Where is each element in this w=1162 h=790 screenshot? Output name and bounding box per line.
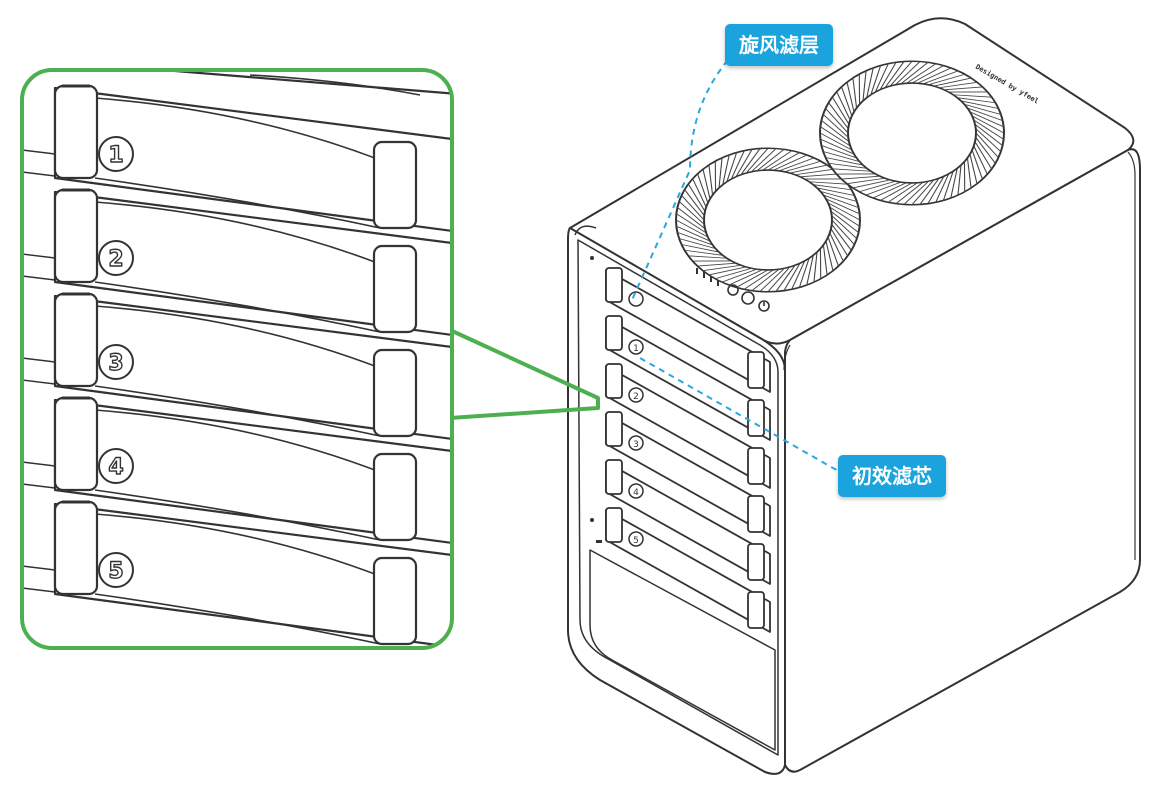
drawer-bay[interactable]: 3	[605, 411, 771, 537]
zoom-connector	[449, 328, 600, 420]
zoom-frame	[20, 68, 454, 650]
leader-line-cyclone	[631, 51, 736, 301]
status-led-icon	[696, 268, 719, 286]
leader-lines	[631, 51, 841, 473]
zoom-drawer-number: 2	[108, 247, 123, 272]
drawer-bay[interactable]: 5	[605, 507, 771, 633]
zoom-drawer-number: 3	[108, 351, 123, 376]
zoom-drawer: 3	[22, 292, 452, 442]
zoom-drawer-number: 4	[108, 455, 123, 480]
zoom-drawer-number: 1	[108, 143, 123, 168]
fan-grille-icon	[675, 60, 1005, 293]
drawer-bay[interactable]: 2	[605, 363, 771, 489]
leader-line-primary	[639, 357, 841, 473]
drawer-number: 5	[633, 536, 639, 546]
zoom-drawer-number: 5	[108, 559, 123, 584]
drawer-bay[interactable]: 4	[605, 459, 771, 585]
drawer-number: 2	[633, 392, 639, 402]
drawer-top-slot[interactable]	[605, 267, 771, 393]
device-right-face	[784, 148, 1141, 773]
callout-primary-filter: 初效滤芯	[838, 455, 946, 497]
drawer-number: 3	[633, 440, 639, 450]
zoom-drawer: 5	[22, 500, 452, 648]
zoom-inset: 1 2 3 4 5	[20, 68, 600, 650]
drawer-number: 4	[633, 488, 639, 498]
power-button-icon[interactable]	[727, 284, 770, 312]
zoom-drawer: 4	[22, 396, 452, 546]
drawer-number: 1	[633, 344, 639, 354]
callout-cyclone-filter: 旋风滤层	[725, 24, 833, 66]
zoom-drawer: 2	[22, 188, 452, 338]
zoom-drawer: 1	[22, 84, 452, 234]
